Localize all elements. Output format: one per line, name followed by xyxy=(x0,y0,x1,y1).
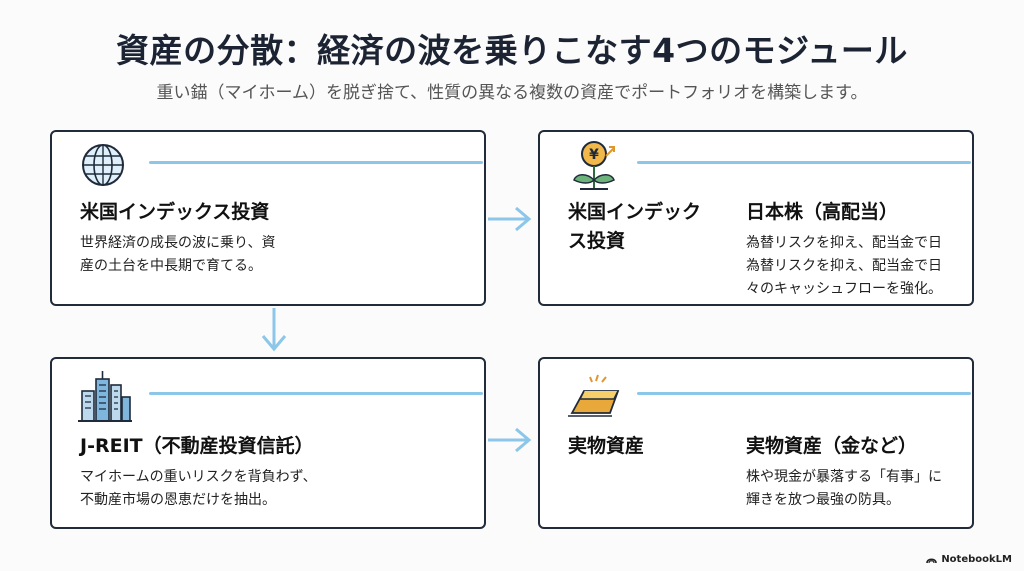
card-body: 株や現金が暴落する「有事」に 輝きを放つ最強の防具。 xyxy=(746,466,942,512)
arrow-down-icon xyxy=(261,308,287,352)
globe-icon xyxy=(80,142,126,192)
card-body-line: 輝きを放つ最強の防具。 xyxy=(746,492,900,508)
notebooklm-logo-icon xyxy=(926,558,938,564)
card-heading-left-line: 米国インデック xyxy=(568,201,702,223)
card-body-line: 世界経済の成長の波に乗り、資 xyxy=(80,235,276,251)
svg-text:¥: ¥ xyxy=(589,147,599,163)
page-title: 資産の分散：経済の波を乗りこなす4つのモジュール xyxy=(116,31,908,70)
card-jreit: J-REIT（不動産投資信託） マイホームの重いリスクを背負わず、 不動産市場の… xyxy=(50,357,486,529)
gold-bar-icon xyxy=(566,371,624,425)
card-us-index: 米国インデックス投資 世界経済の成長の波に乗り、資 産の土台を中長期で育てる。 xyxy=(50,130,486,306)
card-body-line: 株や現金が暴落する「有事」に xyxy=(746,469,942,485)
page-subtitle: 重い錨（マイホーム）を脱ぎ捨て、性質の異なる複数の資産でポートフォリオを構築しま… xyxy=(156,83,868,103)
card-heading-left-line: ス投資 xyxy=(568,230,626,252)
card-divider xyxy=(149,392,483,395)
card-body: 世界経済の成長の波に乗り、資 産の土台を中長期で育てる。 xyxy=(80,232,275,278)
card-heading-left: 米国インデック ス投資 xyxy=(568,198,701,256)
card-body-line: マイホームの重いリスクを背負わず、 xyxy=(80,469,317,485)
card-body-line: 不動産市場の恩恵だけを抽出。 xyxy=(80,492,276,508)
city-buildings-icon xyxy=(78,369,132,427)
yen-coin-plant-icon: ¥ xyxy=(568,138,624,196)
card-japan-stocks: ¥ 米国インデック ス投資 日本株（高配当） 為替リスクを抑え、配当金で日 為替… xyxy=(538,130,974,306)
card-body: マイホームの重いリスクを背負わず、 不動産市場の恩恵だけを抽出。 xyxy=(80,466,317,512)
card-body-line: 為替リスクを抑え、配当金で日 xyxy=(746,258,942,274)
brand-label: NotebookLM xyxy=(941,554,1012,565)
card-heading: 実物資産（金など） xyxy=(746,435,918,457)
brand-watermark: NotebookLM xyxy=(926,554,1012,565)
card-physical-assets: 実物資産 実物資産（金など） 株や現金が暴落する「有事」に 輝きを放つ最強の防具… xyxy=(538,357,974,529)
card-heading: 米国インデックス投資 xyxy=(80,201,270,223)
card-body-line: 々のキャッシュフローを強化。 xyxy=(746,281,942,297)
card-body-line: 産の土台を中長期で育てる。 xyxy=(80,258,262,274)
card-divider xyxy=(637,392,971,395)
arrow-right-icon xyxy=(488,206,532,232)
card-body: 為替リスクを抑え、配当金で日 為替リスクを抑え、配当金で日 々のキャッシュフロー… xyxy=(746,232,942,301)
card-body-line: 為替リスクを抑え、配当金で日 xyxy=(746,235,942,251)
card-heading-left: 実物資産 xyxy=(568,435,645,457)
card-divider xyxy=(149,161,483,164)
card-divider xyxy=(637,161,971,164)
card-heading: 日本株（高配当） xyxy=(746,201,899,223)
arrow-right-icon xyxy=(488,427,532,453)
card-heading: J-REIT（不動産投資信託） xyxy=(80,435,314,457)
